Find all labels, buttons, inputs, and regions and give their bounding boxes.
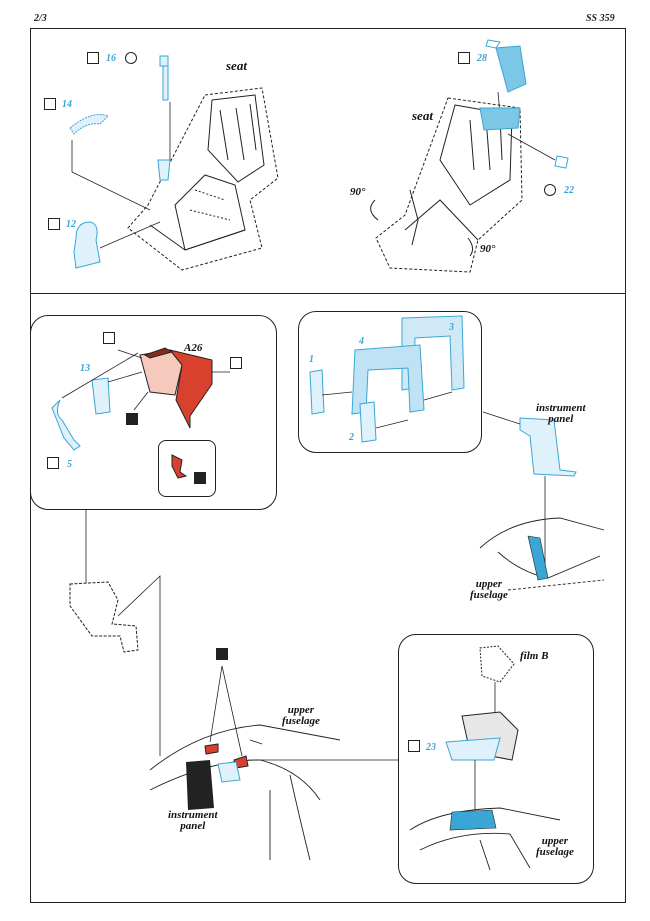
- part-number-13: 13: [80, 363, 90, 374]
- part-number-23: 23: [426, 742, 436, 753]
- leader-lines-a26-panel: [61, 349, 230, 411]
- leader-22: [507, 133, 556, 161]
- seat-drawing-left: [127, 87, 279, 271]
- fitted-instrument-panel: [527, 535, 549, 581]
- part-number-14: 14: [62, 99, 72, 110]
- label-upper-fuselage-mid-right: upper fuselage: [470, 578, 508, 601]
- part-22: [554, 155, 569, 169]
- part-28: [495, 45, 527, 93]
- bend-icon: [87, 52, 99, 64]
- instrument-parts-drawing: [309, 315, 465, 443]
- panel-seat-detail: [158, 440, 216, 497]
- fold-icon: [125, 52, 137, 64]
- fuselage-drawing-center: [149, 724, 341, 861]
- label-upper-fuselage-bottom-right: upper fuselage: [536, 835, 574, 858]
- label-upper-fuselage-center: upper fuselage: [282, 704, 320, 727]
- leader-panel-to-parts: [482, 411, 521, 425]
- leaders-center: [209, 665, 398, 761]
- label-film-b: film B: [520, 650, 549, 662]
- rotation-arrow-right: [467, 237, 474, 257]
- instrument-panel-part: [519, 417, 577, 477]
- paint-black-icon: [126, 413, 138, 425]
- product-code: SS 359: [586, 13, 615, 24]
- leader-lines-left-seat: [71, 102, 171, 249]
- bend-icon: [47, 457, 59, 469]
- part-a26-drawing: [139, 347, 213, 429]
- part-number-28: 28: [477, 53, 487, 64]
- blue-fitted-part: [217, 761, 241, 783]
- detail-red-part: [171, 454, 188, 479]
- leader-grey-part: [117, 575, 161, 756]
- seat-label-right: seat: [412, 108, 433, 123]
- page-number: 2/3: [34, 13, 47, 24]
- panel-seat-part: [30, 315, 277, 510]
- part-number-22: 22: [564, 185, 574, 196]
- part-number-3: 3: [449, 322, 454, 333]
- red-marker-1: [204, 743, 219, 755]
- part-23: [445, 737, 501, 761]
- part-number-4: 4: [359, 336, 364, 347]
- part-12: [73, 221, 101, 269]
- part-grey-assembly: [69, 581, 139, 653]
- part-13: [91, 377, 111, 415]
- fitted-blue-panel: [449, 809, 497, 831]
- part-number-5: 5: [67, 459, 72, 470]
- part-16-handle: [157, 55, 171, 181]
- leader-lines-instrument-parts: [321, 391, 453, 429]
- section-divider: [30, 293, 626, 294]
- film-icon: [230, 357, 242, 369]
- label-instrument-panel-top: instrument panel: [536, 402, 586, 425]
- bend-icon: [408, 740, 420, 752]
- part-number-16: 16: [106, 53, 116, 64]
- angle-label-left: 90°: [350, 186, 366, 198]
- part-14: [69, 114, 109, 135]
- part-number-2: 2: [349, 432, 354, 443]
- part-28-tab: [485, 39, 501, 49]
- part-number-12: 12: [66, 219, 76, 230]
- angle-label-right: 90°: [480, 243, 496, 255]
- fold-icon: [544, 184, 556, 196]
- seat-label-left: seat: [226, 58, 247, 73]
- bend-icon: [44, 98, 56, 110]
- film-icon: [103, 332, 115, 344]
- part-number-1: 1: [309, 354, 314, 365]
- paint-black-icon: [194, 472, 206, 484]
- paint-black-icon: [216, 648, 228, 660]
- part-28-fitted: [479, 107, 521, 131]
- label-instrument-panel-bottom: instrument panel: [168, 809, 218, 832]
- part-5: [51, 399, 81, 451]
- instrument-panel-dark: [186, 760, 214, 810]
- label-a26: A26: [184, 342, 203, 354]
- rotation-arrow-left: [370, 199, 379, 221]
- bend-icon: [48, 218, 60, 230]
- film-b-part: [479, 645, 515, 683]
- bend-icon: [458, 52, 470, 64]
